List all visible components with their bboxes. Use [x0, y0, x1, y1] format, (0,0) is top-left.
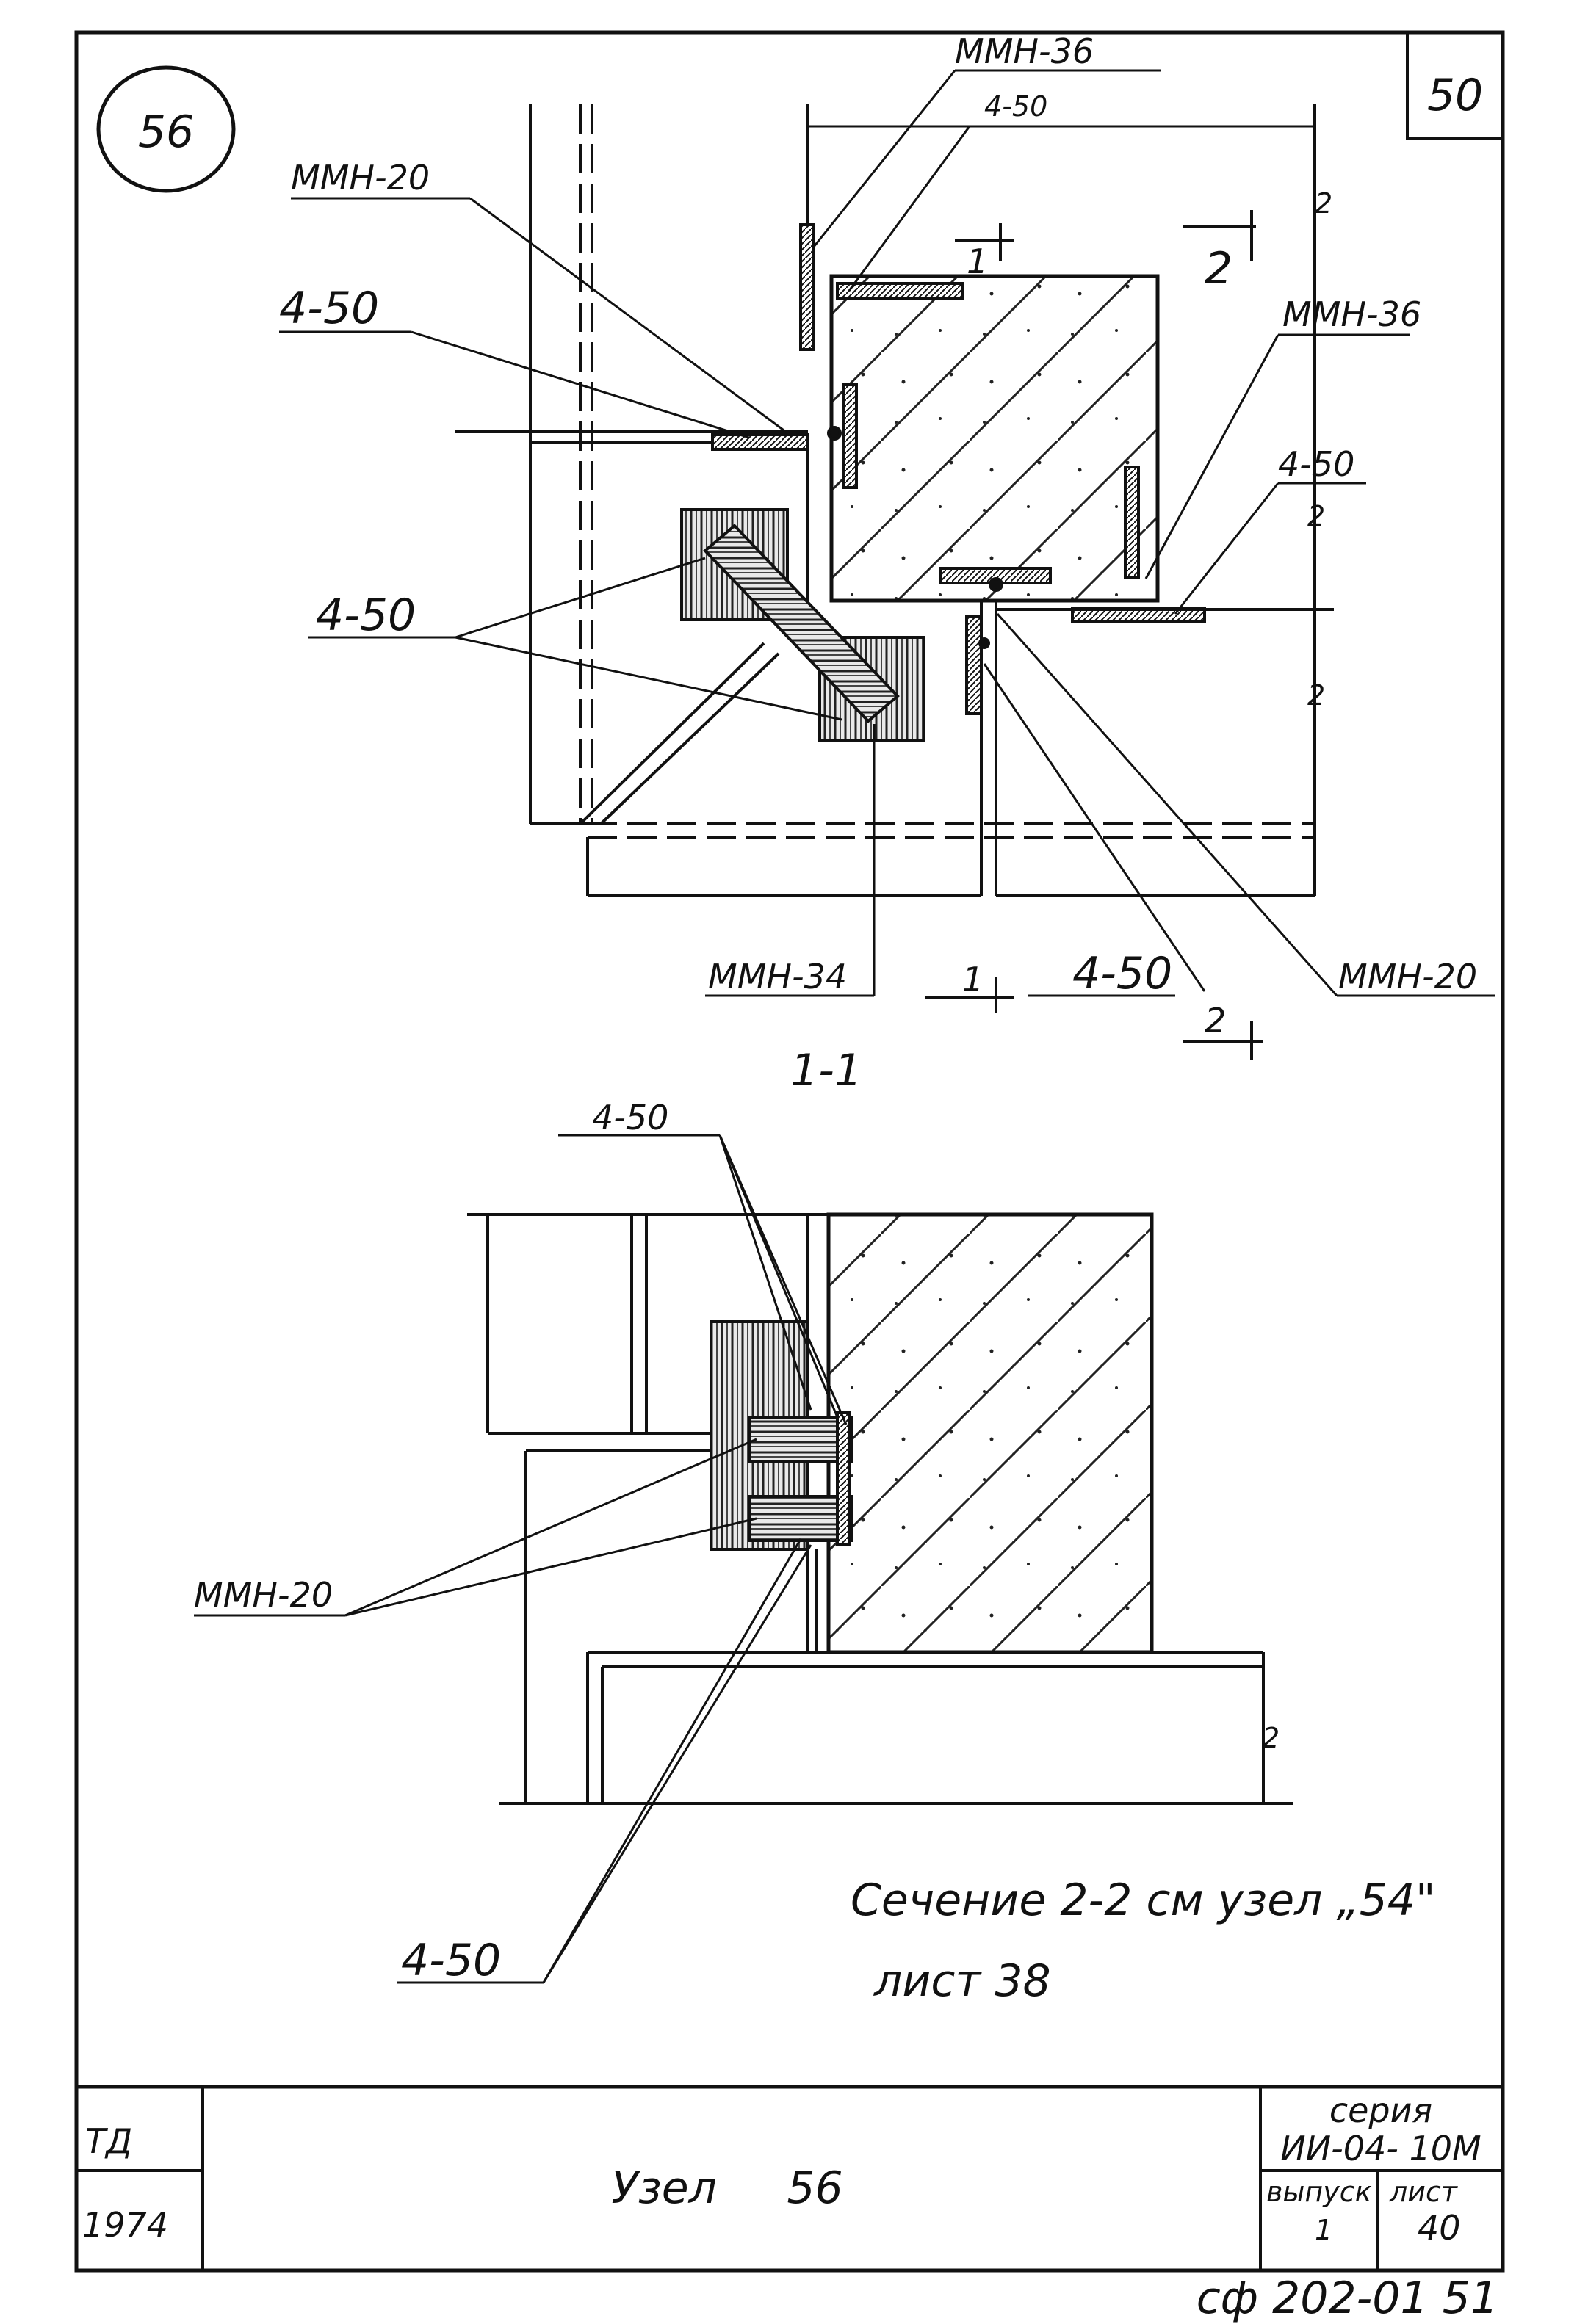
- label-2-2-450-bottom: 4-50: [401, 1935, 501, 1986]
- label-mmn20-bottom: ММН-20: [1338, 957, 1477, 996]
- cut-1-bottom: 1: [962, 960, 984, 999]
- dim-mark-3: 2: [1307, 679, 1325, 712]
- section-1-1-drawing: [455, 104, 1334, 897]
- dim-mark-2: 2: [1307, 500, 1325, 532]
- label-450-bottom: 4-50: [1072, 948, 1172, 999]
- section-2-2-drawing: [467, 1212, 1293, 1805]
- leaders-2-2: [194, 1134, 848, 1984]
- node-circle-label: 56: [138, 106, 194, 158]
- section-note-line1: Сечение 2-2 см узел „54": [851, 1875, 1436, 1926]
- label-450-diag: 4-50: [316, 590, 416, 641]
- section-note-line2: лист 38: [873, 1955, 1051, 2007]
- label-2-2-450-top: 4-50: [592, 1098, 668, 1137]
- page-stamp: сф 202-01 51: [1197, 2273, 1498, 2324]
- tb-issue-value: 1: [1315, 2214, 1332, 2246]
- label-450-top: 4-50: [984, 90, 1047, 123]
- cut-2-bottom: 2: [1205, 1001, 1226, 1040]
- label-mmn34-bottom: ММН-34: [708, 957, 847, 996]
- tb-series-label: серия: [1329, 2090, 1432, 2130]
- label-mmn36-top: ММН-36: [955, 32, 1094, 71]
- tb-title: Узел 56: [611, 2162, 842, 2214]
- corner-sheet-number: 50: [1427, 70, 1483, 121]
- title-block: [76, 2087, 1503, 2270]
- dim-mark-2-2: 2: [1262, 1722, 1280, 1754]
- tb-issue-label: выпуск: [1266, 2176, 1372, 2208]
- label-mmn20-left: ММН-20: [291, 158, 430, 198]
- dim-mark-1: 2: [1315, 187, 1332, 220]
- cut-2-top: 2: [1205, 243, 1232, 294]
- tb-year: 1974: [82, 2205, 168, 2245]
- tb-sheet-label: лист: [1389, 2176, 1459, 2208]
- leaders-1-1: [279, 69, 1495, 997]
- tb-org: ТД: [85, 2121, 132, 2161]
- label-450-right: 4-50: [1278, 444, 1354, 484]
- label-mmn36-right: ММН-36: [1282, 294, 1421, 334]
- label-450-left: 4-50: [279, 283, 379, 334]
- tb-sheet-value: 40: [1418, 2208, 1461, 2248]
- cut-1-top: 1: [967, 242, 988, 281]
- section-1-1-title: 1-1: [790, 1045, 862, 1096]
- label-2-2-mmn20: ММН-20: [194, 1575, 333, 1615]
- cut-marks: [925, 210, 1263, 1060]
- tb-series-value: ИИ-04- 10М: [1280, 2129, 1481, 2168]
- sheet-frame: [74, 30, 1505, 2273]
- node-circle: 56: [96, 65, 236, 193]
